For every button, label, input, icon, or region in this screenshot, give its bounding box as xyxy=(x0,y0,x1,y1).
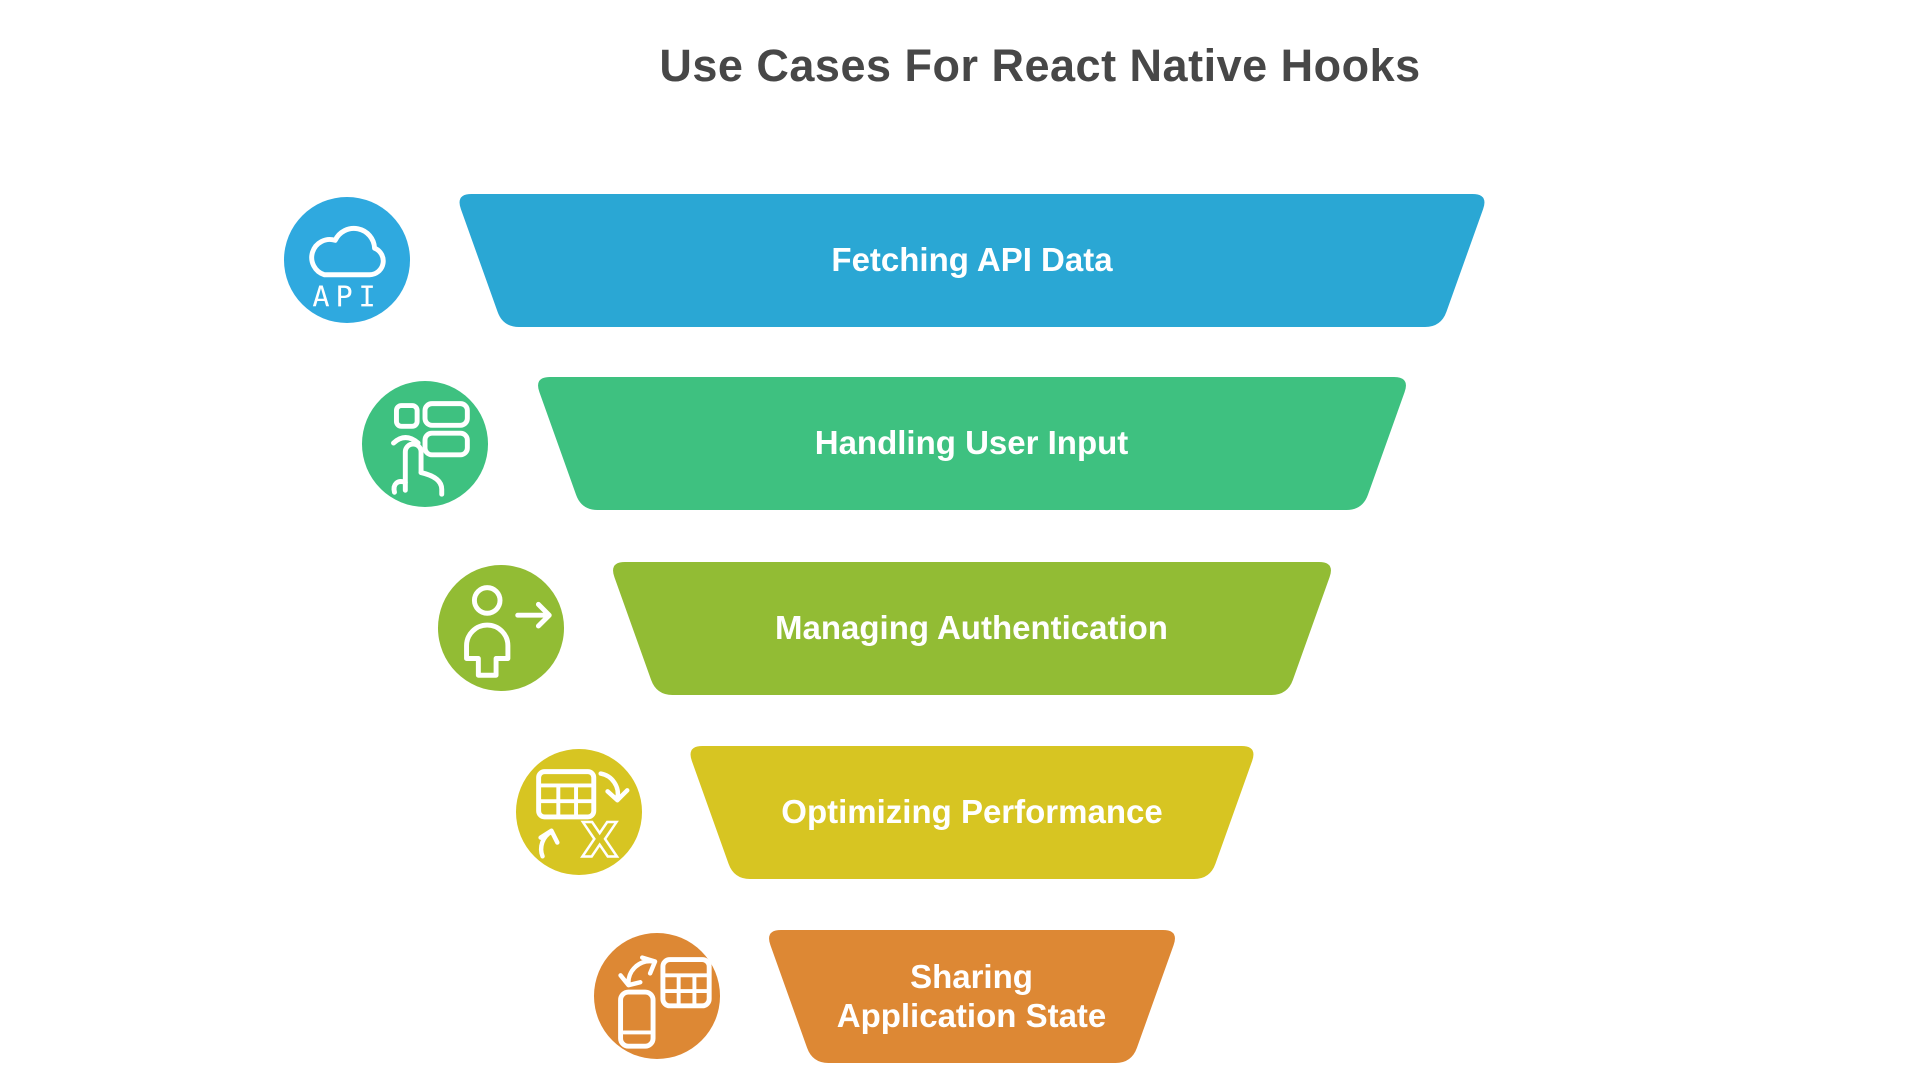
funnel-bar-shape-4 xyxy=(690,746,1254,879)
user-arrow-icon xyxy=(437,564,565,692)
funnel-bar-label-3: Managing Authentication xyxy=(775,609,1168,647)
funnel-bar-label-4: Optimizing Performance xyxy=(781,793,1163,831)
table-convert-glyph xyxy=(536,769,630,859)
icon-circle xyxy=(515,748,643,876)
funnel-bar-label-2: Handling User Input xyxy=(814,424,1129,462)
funnel-bar-shape-1 xyxy=(459,194,1485,327)
funnel-bar-shape-2 xyxy=(538,377,1406,510)
funnel-bar-shape-5 xyxy=(769,930,1175,1063)
funnel-bar-label-5-line-1: Sharing xyxy=(910,957,1033,995)
icon-circle xyxy=(283,196,411,324)
phone-table-sync-glyph xyxy=(618,955,712,1049)
person-arrow-glyph xyxy=(464,585,552,678)
touch-ui-glyph xyxy=(391,401,470,497)
funnel-bar-shape-3 xyxy=(613,562,1331,695)
api-text: API xyxy=(312,279,381,313)
table-export-icon: X xyxy=(515,748,643,876)
cloud-api-icon: API xyxy=(283,196,411,324)
icon-circle xyxy=(593,932,721,1060)
user-input-icon xyxy=(361,380,489,508)
funnel-bar-label-1: Fetching API Data xyxy=(831,241,1113,279)
cloud-glyph xyxy=(309,225,386,278)
funnel-bar-label-5-line-2: Application State xyxy=(836,996,1107,1034)
funnel-bar-label-5-lines: Sharing Application State xyxy=(837,958,1107,1036)
x-letter: X xyxy=(581,813,617,868)
funnel-bar-label-5: Sharing Application State xyxy=(812,930,1131,1063)
device-sync-icon xyxy=(593,932,721,1060)
diagram-title: Use Cases For React Native Hooks xyxy=(659,40,1421,91)
